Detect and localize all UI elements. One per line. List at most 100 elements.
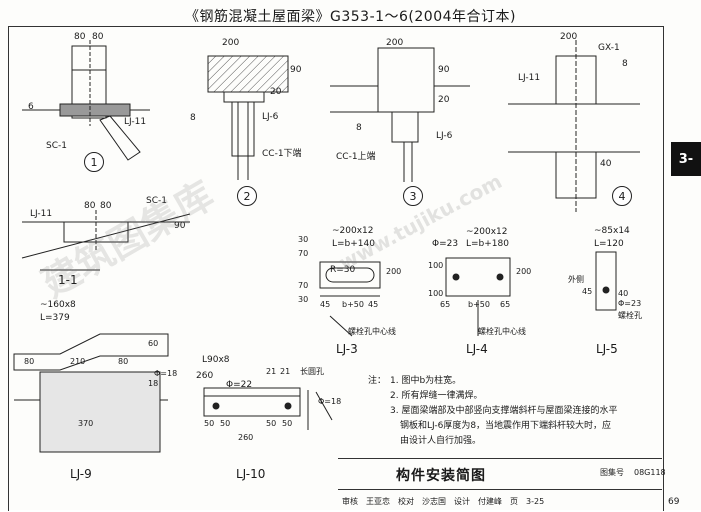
d2-dim-20: 20	[270, 87, 282, 97]
check-label: 校对	[398, 496, 414, 506]
chapter-tab[interactable]: 3-	[671, 142, 701, 176]
lj5-dim-45: 45	[582, 287, 593, 296]
d3-dim-20: 20	[438, 95, 450, 105]
lj10-hole-small: Φ=18	[318, 397, 342, 406]
lj5-length: L=120	[594, 239, 624, 249]
lj3-dim-45b: 45	[368, 300, 379, 309]
page-label: 页	[510, 496, 518, 506]
lj4-spec: ~200x12	[466, 227, 508, 237]
sec11-sc1-label: SC-1	[146, 196, 167, 206]
lj5-spec: ~85x14	[594, 226, 630, 236]
d4-gx1-label: GX-1	[598, 43, 620, 53]
d2-lj6-label: LJ-6	[262, 112, 279, 122]
lj5-hole: Φ=23	[618, 299, 642, 308]
d3-dim-90: 90	[438, 65, 450, 75]
lj3-length: L=b+140	[332, 239, 375, 249]
d4-dim-200: 200	[560, 32, 578, 42]
lj10-title: LJ-10	[236, 467, 266, 481]
lj3-dim-30b: 30	[298, 295, 309, 304]
lj10-dim-50a: 50	[204, 419, 215, 428]
drawing-title: 构件安装简图	[396, 468, 486, 484]
lj9-dim-80a: 80	[24, 357, 35, 366]
lj4-dim-200: 200	[516, 267, 532, 276]
design-label: 设计	[454, 496, 470, 506]
lj4-dim-100a: 100	[428, 261, 444, 270]
detail-number-4: 4	[612, 186, 632, 206]
note-3b: 钢板和LJ-6厚度为8，当地震作用下端斜杆较大时，应	[400, 421, 612, 431]
note-1: 1. 图中b为柱宽。	[390, 376, 462, 386]
atlas-label: 图集号	[600, 468, 624, 477]
d1-weld-label: 6	[28, 102, 34, 112]
d2-cc1-label: CC-1下端	[262, 149, 302, 159]
d3-cc1-label: CC-1上端	[336, 152, 376, 162]
lj3-radius: R=30	[330, 265, 356, 275]
lj9-length: L=379	[40, 313, 70, 323]
check-name: 沙志国	[422, 496, 446, 506]
d1-lj11-label: LJ-11	[124, 117, 147, 127]
lj9-spec: ~160x8	[40, 300, 76, 310]
d2-weld-label: 8	[190, 113, 196, 123]
drawing-frame	[8, 26, 664, 511]
sec11-dim-90: 90	[174, 221, 186, 231]
lj4-hole: Φ=23	[432, 239, 459, 249]
d2-dim-width: 200	[222, 38, 240, 48]
d4-dim-40: 40	[600, 159, 612, 169]
lj10-dim-21a: 21	[266, 367, 277, 376]
lj3-dim-45a: 45	[320, 300, 331, 309]
sec11-lj11-label: LJ-11	[30, 209, 53, 219]
page-value: 3-25	[526, 496, 545, 506]
detail-number-3: 3	[403, 186, 423, 206]
review-name: 王亚恋	[366, 496, 390, 506]
d3-weld-label: 8	[356, 123, 362, 133]
lj4-note: 螺栓孔中心线	[478, 327, 526, 336]
lj4-title: LJ-4	[466, 342, 488, 356]
lj10-dim-260b: 260	[238, 433, 254, 442]
review-label: 审核	[342, 496, 358, 506]
notes-heading: 注：	[368, 376, 387, 386]
lj10-dim-260a: 260	[196, 371, 214, 381]
sec11-dim-2: 80	[100, 201, 112, 211]
lj4-dim-100b: 100	[428, 289, 444, 298]
lj5-outer-side: 外侧	[568, 275, 584, 284]
page-title: 《钢筋混凝土屋面梁》G353-1～6(2004年合订本)	[185, 9, 516, 25]
lj3-title: LJ-3	[336, 342, 358, 356]
lj9-dim-18: 18	[148, 379, 159, 388]
detail-number-1: 1	[84, 152, 104, 172]
lj4-length: L=b+180	[466, 239, 509, 249]
note-3a: 3. 屋面梁端部及中部竖向支撑端斜杆与屋面梁连接的水平	[390, 406, 618, 416]
lj9-dim-370: 370	[78, 419, 94, 428]
lj5-bolt-hole: 螺栓孔	[618, 311, 642, 320]
lj9-dim-60: 60	[148, 339, 159, 348]
d4-lj11-label: LJ-11	[518, 73, 541, 83]
lj10-slot-hole: 长圆孔	[300, 367, 324, 376]
signature-row: 审核 王亚恋 校对 沙志国 设计 付建峰 页 3-25	[338, 489, 662, 512]
lj3-dim-30a: 30	[298, 235, 309, 244]
notes-block: 注： 1. 图中b为柱宽。 2. 所有焊缝一律满焊。 3. 屋面梁端部及中部竖向…	[368, 374, 617, 449]
d3-dim-width: 200	[386, 38, 404, 48]
lj3-dim-70a: 70	[298, 249, 309, 258]
lj3-dim-70b: 70	[298, 281, 309, 290]
atlas-number: 08G118	[634, 468, 666, 477]
lj9-hole: Φ=18	[154, 369, 178, 378]
lj4-dim-b50: b+50	[468, 300, 490, 309]
lj10-spec: L90x8	[202, 355, 230, 365]
lj3-spec: ~200x12	[332, 226, 374, 236]
detail-number-2: 2	[237, 186, 257, 206]
lj3-note: 螺栓孔中心线	[348, 327, 396, 336]
d2-dim-90: 90	[290, 65, 302, 75]
lj9-dim-80b: 80	[118, 357, 129, 366]
lj4-dim-65b: 65	[500, 300, 511, 309]
lj10-dim-50b: 50	[220, 419, 231, 428]
note-2: 2. 所有焊缝一律满焊。	[390, 391, 483, 401]
lj9-dim-210: 210	[70, 357, 86, 366]
d3-lj6-label: LJ-6	[436, 131, 453, 141]
note-3c: 由设计人自行加强。	[400, 436, 482, 446]
lj4-dim-65a: 65	[440, 300, 451, 309]
page-number: 69	[668, 497, 680, 507]
lj10-dim-50d: 50	[282, 419, 293, 428]
lj10-dim-21b: 21	[280, 367, 291, 376]
title-block: 构件安装简图 图集号 08G118 审核 王亚恋 校对 沙志国 设计 付建峰 页…	[338, 458, 666, 512]
d1-dim-2: 80	[92, 32, 104, 42]
lj5-dim-40: 40	[618, 289, 629, 298]
